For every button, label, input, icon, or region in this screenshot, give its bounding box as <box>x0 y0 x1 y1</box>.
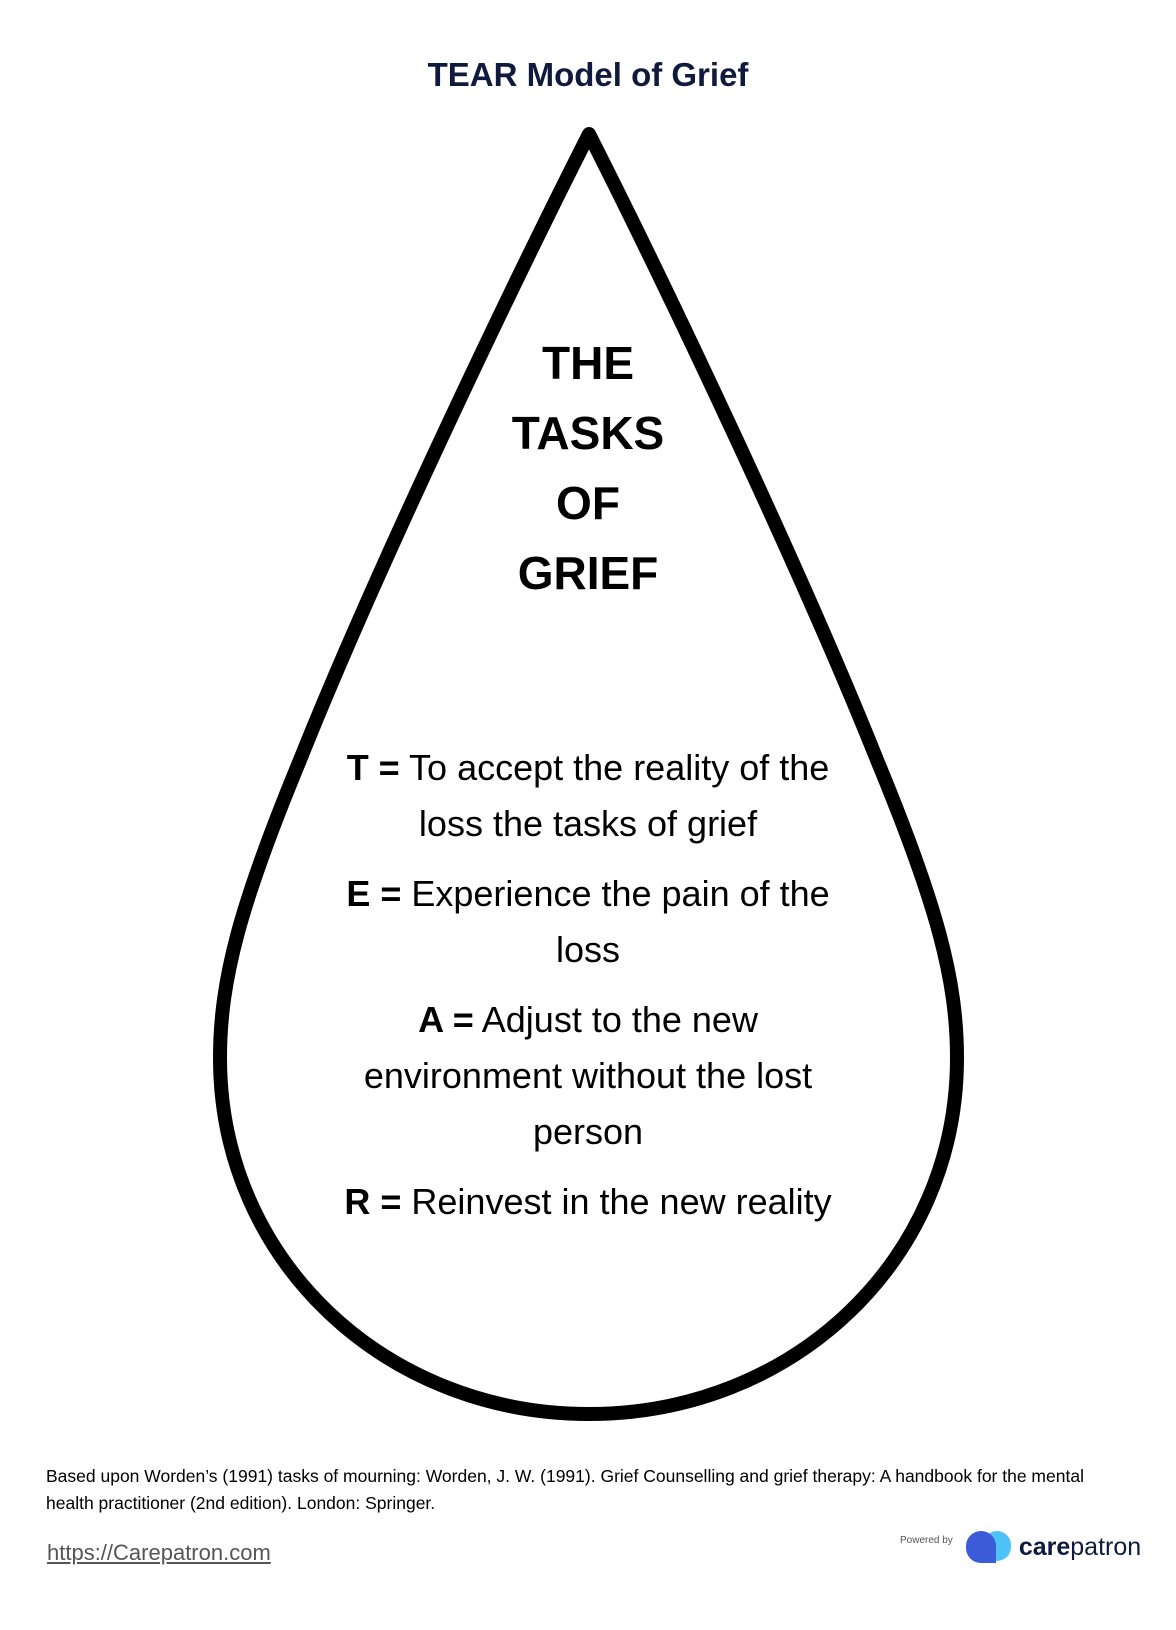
drop-heading: THE TASKS OF GRIEF <box>388 328 788 608</box>
brand-bold: care <box>1018 1532 1071 1561</box>
brand-name: carepatron <box>1019 1533 1141 1562</box>
task-letter: E = <box>346 873 402 914</box>
task-text: Adjust to the new environment without th… <box>363 999 813 1152</box>
task-letter: T = <box>346 747 400 788</box>
task-item-e: E = Experience the pain of the loss <box>328 866 848 978</box>
task-letter: A = <box>418 999 474 1040</box>
heading-line: TASKS <box>511 407 665 459</box>
carepatron-logo-icon <box>965 1531 1011 1563</box>
task-text: Reinvest in the new reality <box>401 1181 832 1222</box>
task-item-r: R = Reinvest in the new reality <box>328 1174 848 1230</box>
task-item-t: T = To accept the reality of the loss th… <box>328 740 848 852</box>
page-title: TEAR Model of Grief <box>427 56 749 93</box>
heading-line: GRIEF <box>517 547 659 599</box>
task-list: T = To accept the reality of the loss th… <box>328 740 848 1244</box>
carepatron-logo[interactable]: Powered by carepatron <box>900 1530 1141 1564</box>
task-text: To accept the reality of the loss the ta… <box>399 747 830 844</box>
task-item-a: A = Adjust to the new environment withou… <box>328 992 848 1160</box>
carepatron-link[interactable]: https://Carepatron.com <box>47 1540 271 1565</box>
task-text: Experience the pain of the loss <box>401 873 830 970</box>
task-letter: R = <box>344 1181 402 1222</box>
citation: Based upon Worden’s (1991) tasks of mour… <box>46 1466 1084 1513</box>
brand-rest: patron <box>1070 1532 1142 1561</box>
heading-line: THE <box>542 337 634 389</box>
powered-by-label: Powered by <box>900 1534 953 1546</box>
heading-line: OF <box>556 477 620 529</box>
